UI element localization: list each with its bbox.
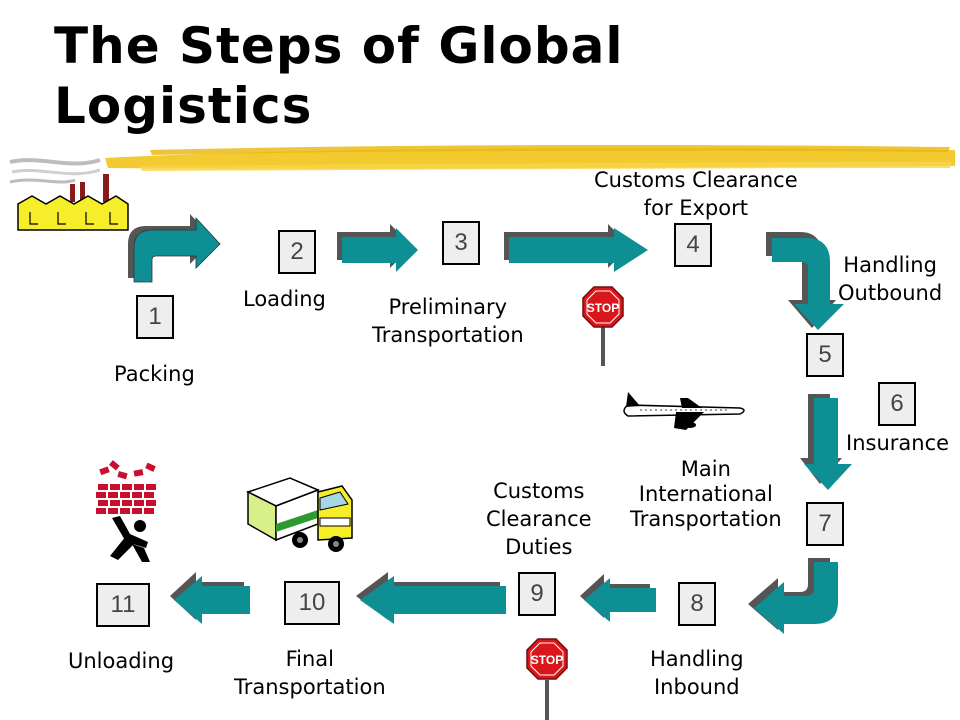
arrow-step4-to-5 [766,232,844,330]
step-5-label-line2: Outbound [838,281,943,305]
step-6-box: 6 [878,382,916,426]
step-11-number: 11 [110,591,136,618]
step-8-number: 8 [690,590,704,617]
step-5-label-line1: Handling [843,253,937,277]
step-7-box: 7 [806,502,844,546]
step-8-label: Handling Inbound [650,645,744,701]
step-6-number: 6 [890,390,904,417]
airplane-icon [623,392,745,430]
page-title-line2: Logistics [54,77,313,135]
step-5-label: Handling Outbound [838,251,942,307]
step-7-number: 7 [818,510,832,537]
factory-icon [9,158,129,231]
step-3-label-line2: Transportation [372,323,524,347]
worker-with-bricks-icon [96,460,156,562]
step-1-number: 1 [148,303,162,330]
step-3-box: 3 [442,221,480,265]
stop-sign-text: STOP [587,301,619,315]
page-title: The Steps of Global Logistics [54,16,624,136]
step-5-box: 5 [806,333,844,377]
step-9-label-line3: Duties [505,535,573,559]
step-9-box: 9 [518,572,556,616]
step-11-label: Unloading [68,649,175,673]
step-2-box: 2 [278,230,316,274]
step-9-label: Customs Clearance Duties [486,477,592,561]
step-8-label-line2: Inbound [653,675,740,699]
step-4-label-line1: Customs Clearance [594,168,798,192]
step-3-label: Preliminary Transportation [372,293,524,349]
highlight-stroke [105,145,955,171]
step-4-label: Customs Clearance for Export [594,166,798,222]
step-7-label-line2: International [638,482,773,506]
step-11-box: 11 [96,583,150,627]
step-2-number: 2 [290,238,304,265]
arrow-step3-to-4 [504,224,648,272]
step-10-label-line2: Transportation [234,675,386,699]
step-10-label: Final Transportation [234,645,386,701]
step-8-box: 8 [678,582,716,626]
arrow-step8-to-9 [580,574,656,622]
step-5-number: 5 [818,341,832,368]
stop-sign-icon: STOP [582,286,624,366]
step-10-box: 10 [284,581,340,625]
truck-icon [246,477,353,552]
step-1-label: Packing [114,362,195,386]
step-9-label-line1: Customs [493,479,585,503]
step-4-number: 4 [686,231,700,258]
step-3-label-line1: Preliminary [388,295,508,319]
arrow-step2-to-3 [337,224,418,272]
stop-sign-icon: STOP [526,638,568,720]
step-9-number: 9 [530,580,544,607]
step-7-label-line3: Transportation [630,507,782,531]
arrow-step9-to-10 [356,572,506,624]
arrow-step1-to-2 [128,214,221,283]
step-2-label: Loading [243,287,326,311]
step-10-label-line1: Final [285,647,335,671]
step-9-label-line2: Clearance [486,507,592,531]
arrow-step5-to-7 [800,394,852,490]
arrow-step7-to-8 [748,558,838,634]
step-3-number: 3 [454,229,468,256]
stop-sign-text: STOP [531,653,563,667]
step-8-label-line1: Handling [650,647,744,671]
step-4-box: 4 [674,223,712,267]
step-7-label: Main International Transportation [630,457,782,532]
arrow-step10-to-11 [170,572,250,624]
step-10-number: 10 [298,589,326,616]
page-title-line1: The Steps of Global [54,17,624,75]
step-1-box: 1 [136,295,174,339]
step-7-label-line1: Main [680,457,731,481]
step-6-label: Insurance [846,431,950,455]
step-4-label-line2: for Export [643,196,748,220]
